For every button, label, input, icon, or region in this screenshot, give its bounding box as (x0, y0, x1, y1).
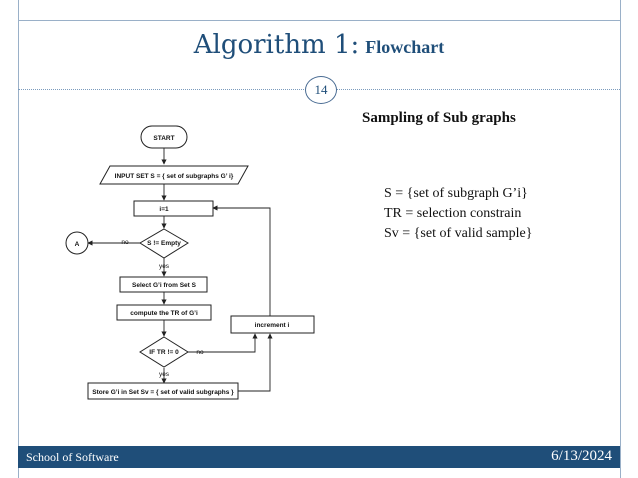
section-heading: Sampling of Sub graphs (362, 110, 516, 126)
input-label: INPUT SET S = { set of subgraphs G’ i} (115, 173, 234, 180)
compute-label: compute the TR of G’i (130, 310, 198, 317)
yes2-label: yes (159, 371, 170, 378)
cond2-label: IF TR != 0 (149, 349, 179, 356)
title-main: Algorithm 1: (193, 30, 360, 60)
footer-date: 6/13/2024 (551, 448, 612, 464)
select-node (119, 276, 208, 293)
start-label: START (153, 135, 174, 142)
title-rule-right (336, 89, 620, 90)
input-node (99, 165, 249, 185)
title-sub: Flowchart (365, 37, 445, 57)
start-node (140, 125, 188, 149)
store-label: Store G’i in Set Sv = { set of valid sub… (92, 389, 234, 396)
cond1-node (139, 228, 189, 259)
connector-label: A (75, 241, 80, 248)
yes1-label: yes (159, 263, 170, 270)
slide-title: Algorithm 1:Flowchart (0, 30, 638, 60)
init-node (133, 200, 214, 217)
init-label: i=1 (159, 206, 169, 213)
footer-school: School of Software (26, 450, 119, 464)
edge-increment-loop (212, 205, 271, 316)
frame-top-line (18, 20, 620, 21)
frame-left-border (18, 0, 19, 478)
no2-label: no (196, 349, 204, 356)
increment-node (230, 315, 315, 334)
no1-label: no (121, 239, 129, 246)
cond1-label: S != Empty (147, 240, 181, 247)
frame-right-border (620, 0, 621, 478)
store-node (87, 382, 239, 400)
increment-label: increment i (255, 322, 290, 329)
page-number: 14 (305, 76, 337, 104)
definition-tr: TR = selection constrain (384, 206, 522, 221)
title-rule-left (18, 89, 304, 90)
compute-node (116, 304, 212, 321)
definition-sv: Sv = {set of valid sample} (384, 226, 533, 241)
edge-cond2-no-increment (188, 333, 258, 353)
select-label: Select G’i from Set S (132, 282, 197, 289)
connector-node (65, 231, 89, 255)
definition-s: S = {set of subgraph G’i} (384, 186, 528, 201)
cond2-node (139, 336, 189, 368)
edge-store-increment (238, 333, 273, 392)
footer-bar (18, 446, 620, 468)
